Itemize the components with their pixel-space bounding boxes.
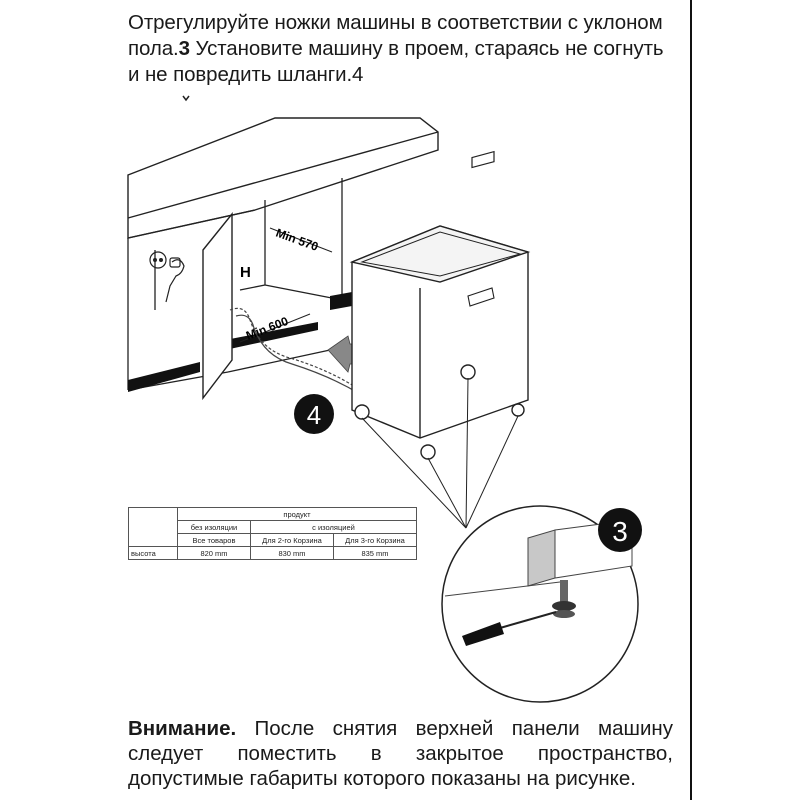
- table-row: высота 820 mm 830 mm 835 mm: [128, 546, 417, 560]
- warning-text: После снятия верхней панели машину следу…: [128, 717, 673, 790]
- adjustment-detail-circle: [441, 505, 639, 703]
- warning-label: Внимание.: [128, 717, 237, 740]
- dimension-min570: Min 570: [269, 226, 333, 254]
- hoses: [229, 307, 361, 395]
- socket-icon: [149, 251, 185, 303]
- header-with-insulation: с изоляцией: [250, 520, 417, 534]
- header-basket-3: Для 3-го Корзина: [333, 533, 417, 547]
- header-basket-2: Для 2-го Корзина: [250, 533, 334, 547]
- dishwasher: [349, 150, 531, 460]
- value-830: 830 mm: [250, 546, 334, 560]
- intro-paragraph: Отрегулируйте ножки машины в соответстви…: [128, 10, 673, 88]
- label-min570: Min 570: [274, 226, 320, 254]
- value-820: 820 mm: [177, 546, 251, 560]
- screwdriver-icon: [462, 622, 504, 646]
- step-3-number: 3: [612, 516, 628, 547]
- header-without-insulation: без изоляции: [177, 520, 251, 534]
- row-label-height: высота: [128, 546, 178, 560]
- header-product: продукт: [177, 507, 417, 521]
- step-3-badge: 3: [598, 508, 642, 552]
- plinth-right: [330, 292, 352, 310]
- value-835: 835 mm: [333, 546, 417, 560]
- leader-lines: [361, 377, 519, 529]
- intro-line-2-post: Установите машину в проем, стараясь не с…: [189, 37, 664, 60]
- step-4-number: 4: [307, 400, 321, 430]
- plinth-middle: [225, 322, 318, 350]
- header-all-models: Все товаров: [177, 533, 251, 547]
- cabinet-door: [202, 212, 233, 401]
- step-4-badge: 4: [294, 394, 334, 434]
- intro-line-2-pre: пола.: [128, 37, 179, 60]
- intro-line-1: Отрегулируйте ножки машины в соответстви…: [128, 11, 663, 34]
- intro-line-3: и не повредить шланги.4: [128, 63, 364, 86]
- step-3-reference: 3: [178, 37, 190, 60]
- countertop: [127, 117, 439, 239]
- stray-mark: [182, 95, 190, 102]
- label-h: H: [240, 264, 251, 281]
- page-edge-line: [690, 0, 692, 800]
- table-corner: [128, 507, 178, 547]
- plinth-left: [128, 362, 200, 392]
- warning-paragraph: Внимание. После снятия верхней панели ма…: [128, 716, 673, 791]
- height-spec-table: продукт без изоляции с изоляцией Все тов…: [128, 507, 417, 560]
